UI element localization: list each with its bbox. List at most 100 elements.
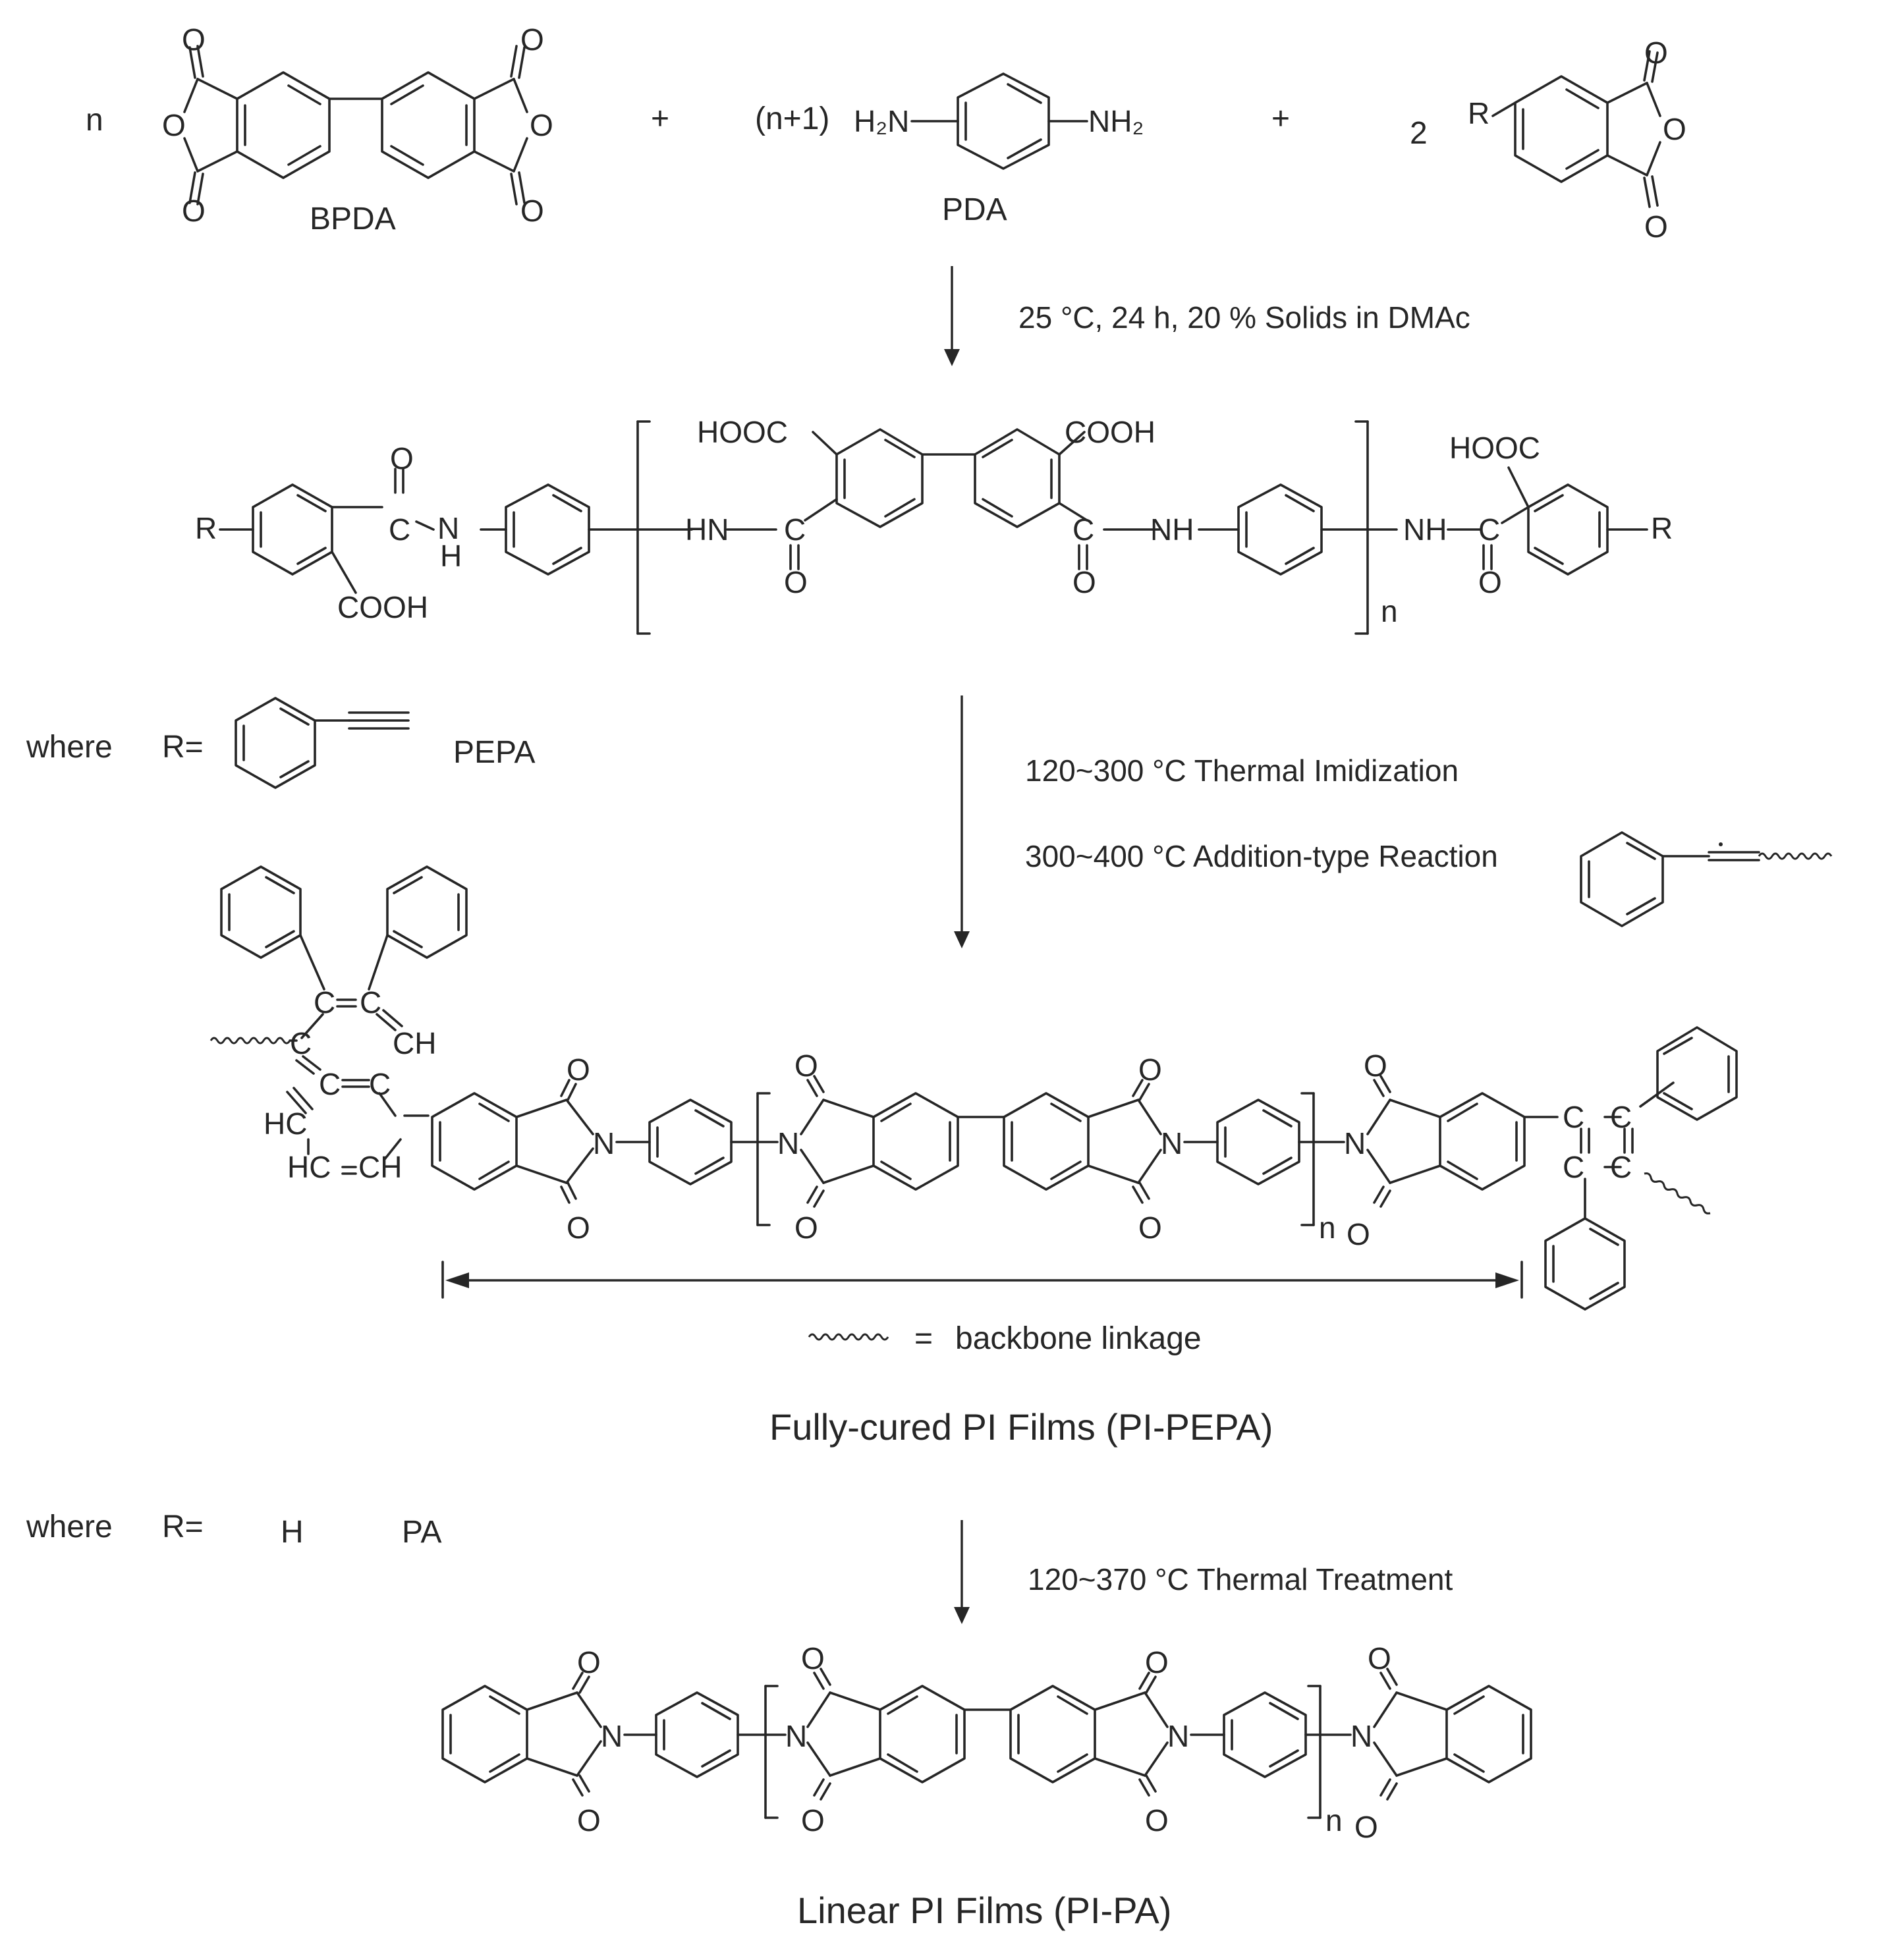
cure-c-r4: C [1610,1150,1632,1184]
lin-o1: O [577,1645,601,1679]
backbone-legend [808,1333,889,1341]
paa-hooc: HOOC [697,415,788,449]
double-headed-arrow [441,1261,1523,1299]
lin-o2: O [577,1803,601,1838]
cure-o3: O [794,1048,818,1083]
r-eq-1: R= [162,730,204,765]
pda-label: PDA [942,192,1007,227]
cured-network-left [209,865,468,1175]
endcap-r: R [1468,96,1489,130]
legend-eq: = [914,1321,933,1356]
pda-amine-right: NH₂ [1088,104,1144,138]
paa-repeat-structure [726,428,1398,576]
cure-ch2: CH [358,1150,402,1184]
cure-hc2: HC [287,1150,331,1184]
plus-1: + [651,101,669,136]
bpda-o6: O [520,194,544,228]
paa-nh-right: NH [1403,512,1447,547]
paa-n-left: N [437,511,459,545]
lin-o7: O [1368,1641,1391,1675]
lin-o6: O [1145,1803,1169,1838]
endcap-o3: O [1644,209,1668,244]
bpda-o3: O [182,194,206,228]
lin-sub-n: n [1325,1803,1343,1838]
bpda-label: BPDA [310,202,396,236]
paa-o-left: O [390,441,414,476]
pa-r-h: H [281,1515,304,1550]
r-eq-2: R= [162,1510,204,1544]
endcap-o2: O [1663,112,1686,146]
cure-c-r1: C [1563,1100,1584,1134]
cure-o6: O [1138,1211,1162,1245]
paa-hn-left: HN [685,512,729,547]
lin-o5: O [1145,1645,1169,1679]
paa-structure-left [219,468,693,594]
cure-n3: N [1161,1126,1182,1160]
paa-r-right: R [1651,511,1673,545]
cure-sub-n: n [1319,1211,1336,1245]
pda-structure [910,72,1088,170]
paa-o-right: O [1478,565,1502,599]
paa-nh-mid: NH [1150,512,1194,547]
cure-c-r3: C [1563,1150,1584,1184]
phenylethynyl-structure [235,697,410,789]
lin-n1: N [601,1719,623,1753]
pepa-definition: where R= PEPA [26,697,536,789]
where-2: where [26,1510,113,1544]
condition-step-3: 120~370 °C Thermal Treatment [1028,1562,1453,1596]
endcap-anhydride-structure [1491,50,1661,208]
paa-o-b: O [1072,565,1096,599]
lin-n3: N [1167,1719,1189,1753]
pda-amine-left: H₂N [854,104,909,138]
legend-backbone-linkage: backbone linkage [955,1321,1202,1356]
bpda-o5: O [530,108,553,142]
arrow-step-1 [944,266,960,366]
cure-c2: C [360,985,381,1020]
cure-c1: C [314,985,335,1020]
polyamic-acid-row: R O C N H COOH HN [195,415,1673,635]
condition-step-2b: 300~400 °C Addition-type Reaction [1025,839,1498,873]
paa-r-left: R [195,511,217,545]
cured-imide-chain [431,1075,1559,1226]
paa-c-left: C [389,512,410,547]
arrow-step-3 [954,1520,970,1624]
paa-o-a: O [784,565,808,599]
cure-n4: N [1344,1126,1366,1160]
linear-pi-structure [441,1668,1532,1819]
cure-c5: C [369,1067,391,1101]
lin-n4: N [1350,1719,1372,1753]
cure-o8: O [1347,1217,1370,1251]
arrow-step-2 [954,695,970,948]
where-1: where [26,730,113,765]
paa-sub-n: n [1381,594,1398,628]
bpda-o4: O [520,22,544,57]
endcap-o1: O [1644,36,1668,70]
pa-label: PA [402,1515,441,1550]
condition-step-2a: 120~300 °C Thermal Imidization [1025,753,1459,788]
bpda-structure [183,45,528,205]
cure-o2: O [567,1211,590,1245]
lin-o3: O [801,1641,825,1675]
cure-c4: C [319,1067,341,1101]
coef-2: 2 [1410,116,1428,151]
cure-hc1: HC [264,1106,307,1141]
bpda-o1: O [182,22,206,57]
cure-o7: O [1364,1048,1387,1083]
radical-intermediate-structure [1580,831,1833,927]
cure-n2: N [777,1126,799,1160]
reactants-row: n [86,22,1686,244]
pa-definition: where R= H PA [26,1510,441,1550]
lin-n2: N [785,1719,807,1753]
cure-o5: O [1138,1052,1162,1087]
condition-step-1: 25 °C, 24 h, 20 % Solids in DMAc [1018,300,1470,335]
paa-h-left: H [440,539,462,573]
cure-n1: N [593,1126,615,1160]
lin-o8: O [1354,1810,1378,1844]
coef-n: n [86,103,103,138]
plus-2: + [1271,101,1290,136]
product-linear-title: Linear PI Films (PI-PA) [797,1890,1171,1931]
paa-hooc-right: HOOC [1449,431,1540,465]
pepa-label: PEPA [453,735,536,770]
